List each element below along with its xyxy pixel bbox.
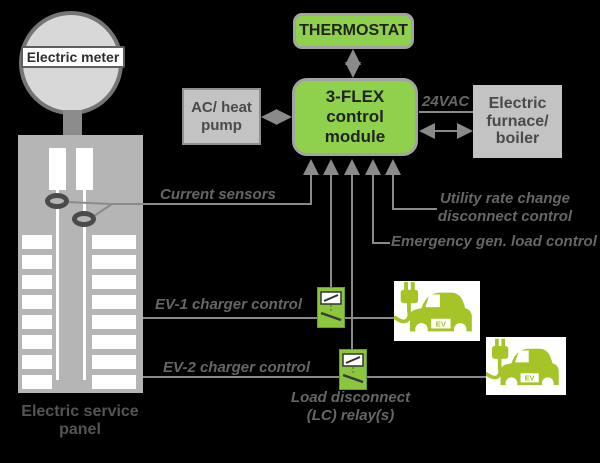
current-sensor-icon-1: [45, 193, 69, 209]
service-panel-label: Electric service panel: [21, 403, 139, 439]
breaker-slot: [22, 355, 52, 369]
breaker-slot: [22, 275, 52, 289]
emergency-gen-label: Emergency gen. load control: [391, 233, 597, 250]
load-disconnect-label: Load disconnect (LC) relay(s): [290, 389, 411, 424]
breaker-slot: [22, 235, 52, 249]
electric-meter-label: Electric meter: [21, 46, 125, 68]
service-panel: [18, 135, 143, 393]
utility-rate-label: Utility rate change disconnect control: [437, 190, 573, 225]
breaker-slot: [22, 295, 52, 309]
breaker-slot: [92, 335, 136, 349]
wire-utility: [385, 159, 437, 210]
meter-stem: [63, 110, 82, 137]
lc-relay-icon-2: [339, 349, 367, 390]
ev-car-icon-1: EV: [394, 281, 480, 341]
ev2-charger-label: EV-2 charger control: [163, 359, 310, 376]
lc-relay-icon-1: [317, 287, 345, 328]
current-sensors-label: Current sensors: [160, 186, 276, 203]
breaker-slot: [92, 375, 136, 389]
ev1-charger-label: EV-1 charger control: [155, 296, 302, 313]
breaker-slot: [92, 255, 136, 269]
breaker-slot: [92, 315, 136, 329]
breaker-slot: [92, 275, 136, 289]
ev-plate-1: EV: [436, 319, 447, 328]
wire-current-sensors: [66, 159, 319, 205]
panel-bus-right: [83, 190, 86, 380]
breaker-slot: [22, 255, 52, 269]
breaker-column-left: [22, 235, 52, 395]
wire-sensor-2: [93, 203, 113, 217]
breaker-slot: [92, 295, 136, 309]
thermostat-box: THERMOSTAT: [293, 13, 414, 49]
panel-bus-left: [56, 190, 59, 380]
current-sensor-icon-2: [72, 211, 96, 227]
breaker-column-right: [92, 235, 136, 395]
breaker-slot: [92, 355, 136, 369]
voltage-label: 24VAC: [422, 93, 470, 110]
ev-car-icon-2: EV: [486, 337, 566, 395]
breaker-slot: [22, 335, 52, 349]
breaker-slot: [92, 235, 136, 249]
ev-plate-2: EV: [525, 374, 535, 383]
panel-feed-wire-left: [49, 148, 66, 190]
panel-feed-wire-right: [76, 148, 93, 190]
furnace-boiler-box: Electric furnace/ boiler: [473, 85, 562, 158]
breaker-slot: [22, 315, 52, 329]
wire-emergency: [365, 159, 390, 244]
breaker-slot: [22, 375, 52, 389]
control-module-box: 3-FLEX control module: [292, 78, 418, 156]
ac-heat-pump-box: AC/ heat pump: [182, 88, 261, 145]
